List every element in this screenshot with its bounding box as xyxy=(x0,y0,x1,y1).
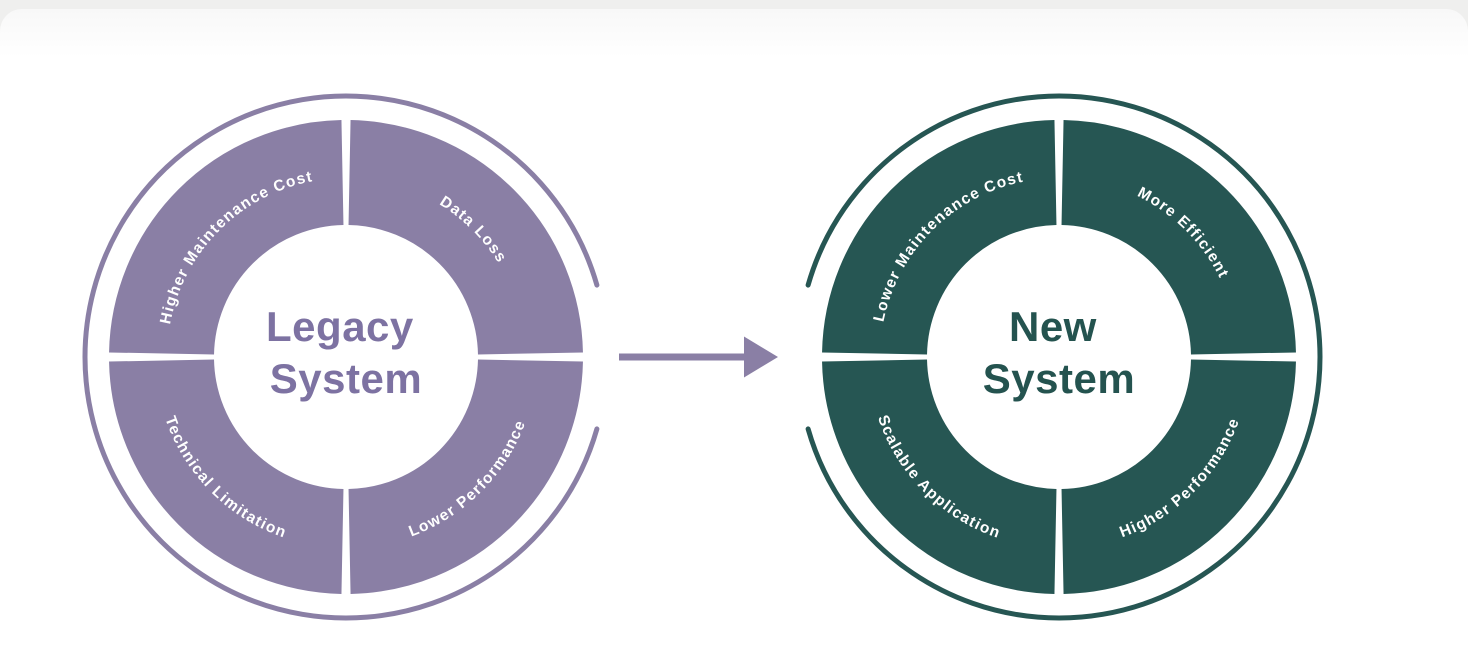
legacy-outer-ring xyxy=(82,93,600,621)
arrow-head xyxy=(744,336,778,378)
transition-arrow xyxy=(619,336,778,378)
new-system-segment-top-left xyxy=(822,120,1058,356)
new-system-title: New System xyxy=(983,303,1135,402)
arrow-shaft xyxy=(619,353,745,361)
legacy-title: Legacy System xyxy=(266,303,426,402)
new-system-segment-bottom-left xyxy=(822,358,1058,594)
new-system-outer-ring xyxy=(805,93,1323,621)
legacy-segment-top-right xyxy=(347,120,583,356)
legacy-segment-bottom-right xyxy=(347,358,583,594)
legacy-system-circle: Higher Maintenance Cost Data Loss Techni… xyxy=(82,93,600,621)
new-system-segment-bottom-right xyxy=(1060,358,1296,594)
new-system-circle: Lower Maintenance Cost More Efficient Sc… xyxy=(805,93,1323,621)
legacy-segment-bottom-left xyxy=(109,358,345,594)
new-system-segment-top-right xyxy=(1060,120,1296,356)
legacy-segment-top-left xyxy=(109,120,345,356)
